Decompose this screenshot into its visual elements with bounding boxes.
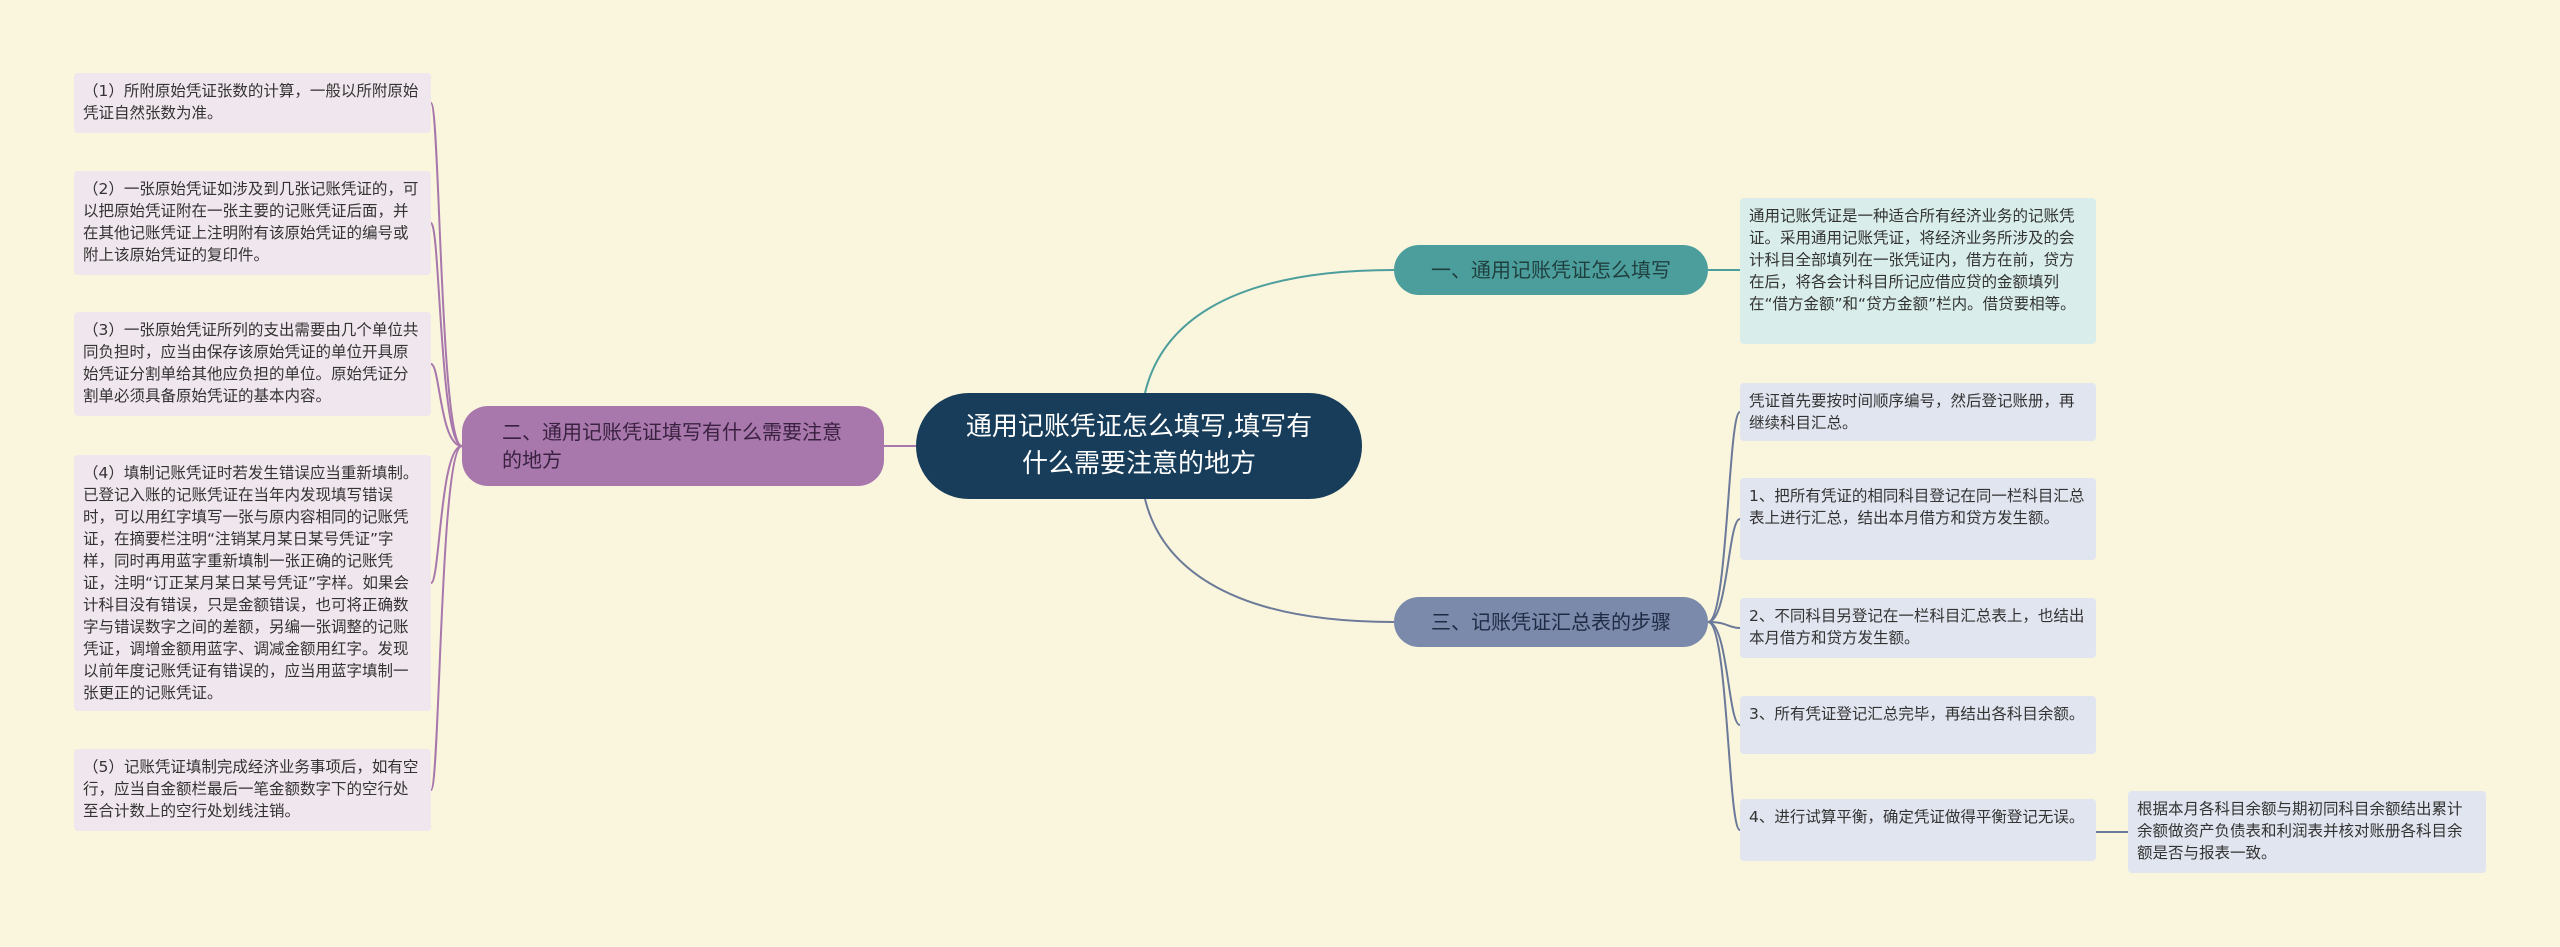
root-topic[interactable]: 通用记账凭证怎么填写,填写有什么需要注意的地方 [916,393,1362,499]
branch-summary-steps[interactable]: 三、记账凭证汇总表的步骤 [1394,597,1708,647]
leaf-note-4[interactable]: （4）填制记账凭证时若发生错误应当重新填制。已登记入账的记账凭证在当年内发现填写… [74,455,431,711]
root-topic-label: 通用记账凭证怎么填写,填写有什么需要注意的地方 [965,412,1313,479]
leaf-step-3[interactable]: 3、所有凭证登记汇总完毕，再结出各科目余额。 [1740,696,2096,754]
leaf-text: （3）一张原始凭证所列的支出需要由几个单位共同负担时，应当由保存该原始凭证的单位… [83,321,419,405]
connector-branch3-leaf-3 [1707,621,1741,629]
leaf-text: 4、进行试算平衡，确定凭证做得平衡登记无误。 [1749,808,2085,826]
connector-branch3-leaf-4 [1707,621,1741,726]
leaf-note-3[interactable]: （3）一张原始凭证所列的支出需要由几个单位共同负担时，应当由保存该原始凭证的单位… [74,312,431,416]
connector-branch3-leaf-5 [1707,621,1741,831]
branch-fill-guide[interactable]: 一、通用记账凭证怎么填写 [1394,245,1708,295]
leaf-text: 3、所有凭证登记汇总完毕，再结出各科目余额。 [1749,705,2085,723]
branch-notes-label: 二、通用记账凭证填写有什么需要注意的地方 [502,420,842,472]
leaf-text: （4）填制记账凭证时若发生错误应当重新填制。已登记入账的记账凭证在当年内发现填写… [83,464,419,702]
leaf-step-4[interactable]: 4、进行试算平衡，确定凭证做得平衡登记无误。 [1740,799,2096,861]
branch-fill-guide-label: 一、通用记账凭证怎么填写 [1431,258,1671,282]
branch-notes[interactable]: 二、通用记账凭证填写有什么需要注意的地方 [462,406,884,486]
leaf-text: 1、把所有凭证的相同科目登记在同一栏科目汇总表上进行汇总，结出本月借方和贷方发生… [1749,487,2085,527]
leaf-note-2[interactable]: （2）一张原始凭证如涉及到几张记账凭证的，可以把原始凭证附在一张主要的记账凭证后… [74,171,431,275]
leaf-fill-guide-description[interactable]: 通用记账凭证是一种适合所有经济业务的记账凭证。采用通用记账凭证，将经济业务所涉及… [1740,198,2096,344]
connector-branch3-leaf-1 [1707,411,1741,623]
branch-summary-steps-label: 三、记账凭证汇总表的步骤 [1431,610,1671,634]
connector-branch3-leaf-2 [1707,518,1741,623]
leaf-step-intro[interactable]: 凭证首先要按时间顺序编号，然后登记账册，再继续科目汇总。 [1740,383,2096,441]
connector-branch2-leaf-5 [430,445,463,791]
leaf-text: （1）所附原始凭证张数的计算，一般以所附原始凭证自然张数为准。 [83,82,419,122]
connector-branch2-leaf-4 [430,445,463,584]
leaf-text: （5）记账凭证填制完成经济业务事项后，如有空行，应当自金额栏最后一笔金额数字下的… [83,758,419,820]
connector-root-branch1 [1144,269,1395,394]
connector-branch2-leaf-3 [430,363,463,447]
leaf-text: 通用记账凭证是一种适合所有经济业务的记账凭证。采用通用记账凭证，将经济业务所涉及… [1749,207,2076,313]
leaf-text: 2、不同科目另登记在一栏科目汇总表上，也结出本月借方和贷方发生额。 [1749,607,2085,647]
leaf-note-1[interactable]: （1）所附原始凭证张数的计算，一般以所附原始凭证自然张数为准。 [74,73,431,133]
leaf-text: 凭证首先要按时间顺序编号，然后登记账册，再继续科目汇总。 [1749,392,2075,432]
leaf-step-2[interactable]: 2、不同科目另登记在一栏科目汇总表上，也结出本月借方和贷方发生额。 [1740,598,2096,658]
leaf-text: 根据本月各科目余额与期初同科目余额结出累计余额做资产负债表和利润表并核对账册各科… [2137,800,2463,862]
leaf-text: （2）一张原始凭证如涉及到几张记账凭证的，可以把原始凭证附在一张主要的记账凭证后… [83,180,419,264]
connector-branch2-leaf-2 [430,222,463,447]
connector-branch2-leaf-1 [430,102,463,447]
leaf-step-1[interactable]: 1、把所有凭证的相同科目登记在同一栏科目汇总表上进行汇总，结出本月借方和贷方发生… [1740,478,2096,560]
connector-root-branch3 [1144,498,1395,623]
leaf-step-4-detail[interactable]: 根据本月各科目余额与期初同科目余额结出累计余额做资产负债表和利润表并核对账册各科… [2128,791,2486,873]
leaf-note-5[interactable]: （5）记账凭证填制完成经济业务事项后，如有空行，应当自金额栏最后一笔金额数字下的… [74,749,431,831]
